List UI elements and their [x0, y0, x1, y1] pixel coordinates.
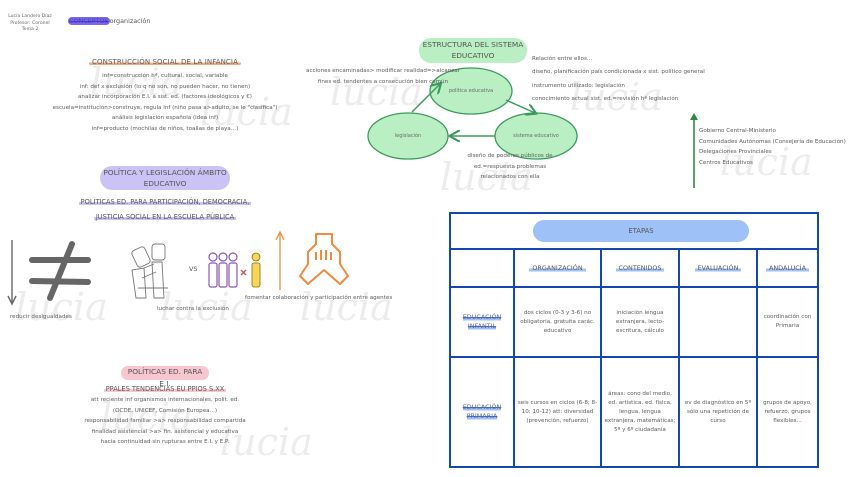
politicas-ei-line: responsabilidad familiar >a> responsabil… — [84, 418, 246, 425]
note-line: relacionados con ella — [480, 174, 540, 181]
header-cell: CONTENIDOS — [602, 250, 680, 286]
politica-sub-line2: JUSTICIA SOCIAL EN LA ESCUELA PÚBLICA — [93, 213, 237, 221]
politica-sub-line1: POLÍTICAS ED. PARA PARTICIPACIÓN, DEMOCR… — [78, 198, 252, 206]
estructura-cycle-diagram — [367, 67, 578, 160]
up-arrow-icon — [275, 230, 285, 290]
header-cell: ANDALUCÍA — [758, 250, 817, 286]
note-line: acciones encaminadas> modificar realidad… — [306, 68, 460, 74]
fighting-children-icon — [131, 243, 168, 299]
row-header-line: EDUCACIÓN — [462, 313, 502, 322]
row-header-infantil: EDUCACIÓN INFANTIL — [451, 288, 515, 356]
construccion-line: analizar incorporación E.I. a sist. ed. … — [78, 94, 252, 101]
gobierno-list: Gobierno Central-Ministerio Comunidades … — [699, 126, 846, 168]
gobierno-item: Gobierno Central-Ministerio — [699, 128, 776, 134]
author-professor: Profesor: Coronel — [10, 20, 50, 26]
table-header-row: ORGANIZACIÓN CONTENIDOS EVALUACIÓN ANDAL… — [451, 250, 817, 288]
not-equal-icon — [29, 241, 91, 301]
conceptos-heading: CONCEPTOSorganización — [68, 17, 150, 25]
table-cell: grupos de apoyo, refuerzo, grupos flexib… — [763, 399, 812, 424]
column-header-organizacion: ORGANIZACIÓN — [529, 263, 586, 273]
etapas-title: ETAPAS — [533, 220, 749, 242]
row-header-line: INFANTIL — [467, 322, 497, 331]
estructura-left-note: acciones encaminadas> modificar realidad… — [300, 66, 466, 87]
down-arrow-icon — [7, 240, 17, 306]
conceptos-highlight: CONCEPTOS — [68, 17, 110, 25]
table-cell: dos ciclos (0-3 y 3-6) no obligatoria, g… — [515, 288, 602, 356]
arrow-legislacion-to-politica — [411, 84, 440, 113]
watermark: lucia — [300, 285, 393, 329]
construccion-line: inf=construcción hª, cultural, social, v… — [102, 73, 228, 79]
table-cell: iniciación lengua extranjera, lecto-escr… — [602, 288, 680, 356]
estructura-title-line2: EDUCATIVO — [451, 51, 495, 60]
fomentar-label: fomentar colaboración y participación en… — [245, 295, 393, 301]
gobierno-item: Comunidades Autónomas (Consejería de Edu… — [699, 138, 846, 145]
note-line: diseño, planificación país condicionada … — [532, 69, 705, 76]
politica-title-pill: POLÍTICA Y LEGISLACIÓN ÁMBITO EDUCATIVO — [100, 166, 230, 190]
gobierno-item: Centros Educativos — [699, 159, 753, 166]
politicas-ei-line: (OCDE, UNICEF, Comisión Europea...) — [112, 407, 218, 414]
politicas-ei-line: hacia continuidad sin rupturas entre E.I… — [100, 439, 230, 446]
note-line: instrumento utilizado: legislación — [532, 82, 625, 89]
row-header-primaria: EDUCACIÓN PRIMARIA — [451, 358, 515, 466]
table-cell: ev de diagnóstico en 5º sólo una repetic… — [680, 358, 758, 466]
construccion-line: escuela=institución>construye, regula in… — [52, 104, 278, 111]
politicas-ei-title: POLÍTICAS ED. PARA E.I. — [121, 366, 209, 388]
construccion-line: análisis legislación española (idea inf) — [111, 115, 219, 122]
table-cell: coordinación con Primaria — [763, 314, 812, 329]
node-label-politica: política educativa — [448, 88, 494, 94]
politica-subtitle: POLÍTICAS ED. PARA PARTICIPACIÓN, DEMOCR… — [40, 193, 290, 223]
politica-title-line1: POLÍTICA Y LEGISLACIÓN ÁMBITO — [103, 168, 227, 177]
vs-label: VS — [189, 265, 198, 273]
row-header-line: EDUCACIÓN — [462, 403, 502, 412]
construccion-title: CONSTRUCCIÓN SOCIAL DE LA INFANCIA — [89, 58, 241, 66]
reducir-label: reducir desigualdades — [10, 314, 72, 320]
estructura-right-note: Relación entre ellos... diseño, planific… — [532, 53, 705, 107]
table-cell: seis cursos en ciclos (6-8; 8-10; 10-12)… — [515, 358, 602, 466]
column-header-contenidos: CONTENIDOS — [615, 263, 665, 273]
table-row: EDUCACIÓN INFANTIL dos ciclos (0-3 y 3-6… — [451, 288, 817, 358]
node-label-sistema: sistema educativo — [513, 133, 559, 139]
node-label-legislacion: legislación — [394, 133, 422, 139]
note-line: Relación entre ellos... — [532, 56, 593, 62]
note-line: diseño de poderes públicos de — [467, 153, 553, 159]
politicas-ei-line: finalidad asistencial >a> fin. asistenci… — [91, 428, 239, 435]
author-name: Lucia Landero Díaz — [8, 14, 52, 19]
politicas-ei-subtitle: PPALES TENDENCIAS EU PPIOS S.XX — [103, 385, 227, 393]
author-topic: Tema 2 — [21, 27, 39, 32]
exclusion-group-icon — [208, 252, 261, 288]
note-line: conocimiento actual sist. ed.=revisión h… — [532, 96, 679, 103]
table-row: EDUCACIÓN PRIMARIA seis cursos en ciclos… — [451, 358, 817, 466]
table-cell — [680, 288, 758, 356]
estructura-title-pill: ESTRUCTURA DEL SISTEMA EDUCATIVO — [419, 38, 527, 63]
header-cell: EVALUACIÓN — [680, 250, 758, 286]
politicas-ei-section: PPALES TENDENCIAS EU PPIOS S.XX att reci… — [40, 380, 290, 448]
hierarchy-up-arrow-icon — [690, 113, 698, 188]
construccion-section: CONSTRUCCIÓN SOCIAL DE LA INFANCIA inf=c… — [40, 49, 290, 135]
row-header-line: PRIMARIA — [466, 412, 498, 421]
estructura-bottom-note: diseño de poderes públicos de ed.=respue… — [455, 151, 565, 183]
note-line: fines ed. tendentes a consecución bien c… — [317, 78, 449, 85]
header-cell-empty — [451, 250, 515, 286]
arrow-politica-to-sistema — [505, 99, 535, 113]
table-title-row: ETAPAS — [451, 214, 817, 250]
luchar-label: luchar contra la exclusión — [157, 306, 229, 312]
conceptos-rest: organización — [109, 17, 151, 25]
header-cell: ORGANIZACIÓN — [515, 250, 602, 286]
politicas-ei-line: att reciente inf organismos internaciona… — [90, 397, 240, 403]
joined-hands-icon — [299, 233, 349, 285]
politica-title-line2: EDUCATIVO — [143, 179, 187, 188]
column-header-andalucia: ANDALUCÍA — [766, 263, 809, 273]
column-header-evaluacion: EVALUACIÓN — [694, 263, 742, 273]
author-info: Lucia Landero Díaz Profesor: Coronel Tem… — [5, 14, 55, 34]
note-line: ed.=respuesta problemas — [473, 163, 547, 170]
construccion-line: inf: def x exclusión (lo q no son, no pu… — [79, 83, 251, 90]
gobierno-item: Delegaciones Provinciales — [699, 149, 772, 156]
table-cell: áreas: cono del medio, ed. artística, ed… — [602, 358, 680, 466]
etapas-table: ETAPAS ORGANIZACIÓN CONTENIDOS EVALUACIÓ… — [449, 212, 819, 468]
estructura-title-line1: ESTRUCTURA DEL SISTEMA — [422, 40, 524, 49]
construccion-line: inf=producto (mochilas de niños, toallas… — [91, 125, 239, 132]
